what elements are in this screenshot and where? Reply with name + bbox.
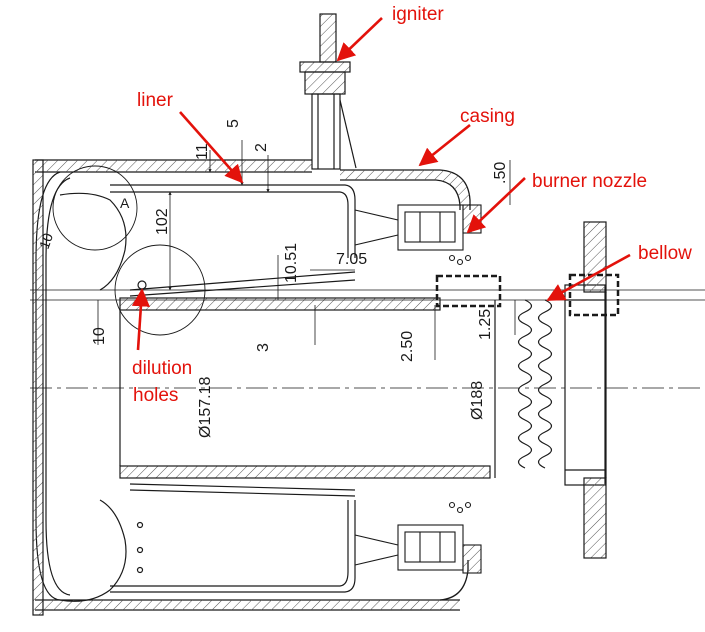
label-dilution-line2: holes (133, 385, 179, 406)
igniter-part (299, 13, 357, 170)
dim-11: 11 (194, 143, 211, 160)
detail-circles (52, 165, 206, 336)
right-flange (583, 221, 607, 559)
dimension-lines (97, 140, 516, 360)
label-dilution-line1: dilution (132, 358, 193, 379)
burner-nozzle-bottom (354, 501, 482, 574)
burner-nozzle-top (354, 204, 482, 266)
casing-top (35, 159, 471, 210)
inner-duct (119, 297, 496, 479)
liner-bottom (110, 483, 356, 593)
dim-2-50: 2.50 (399, 331, 416, 362)
dim-10-left: 10 (36, 231, 56, 251)
liner-top (110, 184, 356, 297)
dim-10-51: 10.51 (283, 243, 300, 283)
burner-nozzle-arrow (466, 177, 526, 234)
annotation-arrows (131, 17, 631, 351)
dome-wall (32, 159, 127, 616)
detail-label-a: A (120, 195, 130, 211)
dim-102: 102 (154, 208, 171, 235)
bellow-arrow (546, 253, 631, 302)
dim-10: 10 (91, 327, 108, 345)
label-casing: casing (460, 106, 515, 127)
casing-bottom (35, 560, 469, 611)
liner-arrow (179, 111, 244, 184)
label-igniter: igniter (392, 4, 444, 25)
dilution-arrow (131, 288, 150, 351)
igniter-arrow (336, 17, 383, 62)
dim-3: 3 (255, 343, 272, 352)
dimension-texts: 5 2 11 .50 102 10.51 7.05 10 3 2.50 1.25… (36, 119, 509, 438)
dim-2: 2 (253, 143, 270, 152)
dim-7-05: 7.05 (336, 251, 367, 268)
dim-dia-157: Ø157.18 (197, 377, 214, 438)
label-liner: liner (137, 90, 173, 111)
dim-5: 5 (225, 119, 242, 128)
dim-50: .50 (492, 162, 509, 184)
casing-arrow (418, 123, 471, 167)
dim-1-25: 1.25 (477, 309, 494, 340)
dim-dia-188: Ø188 (469, 381, 486, 420)
label-bellow: bellow (638, 243, 692, 264)
label-burner-nozzle: burner nozzle (532, 171, 648, 192)
